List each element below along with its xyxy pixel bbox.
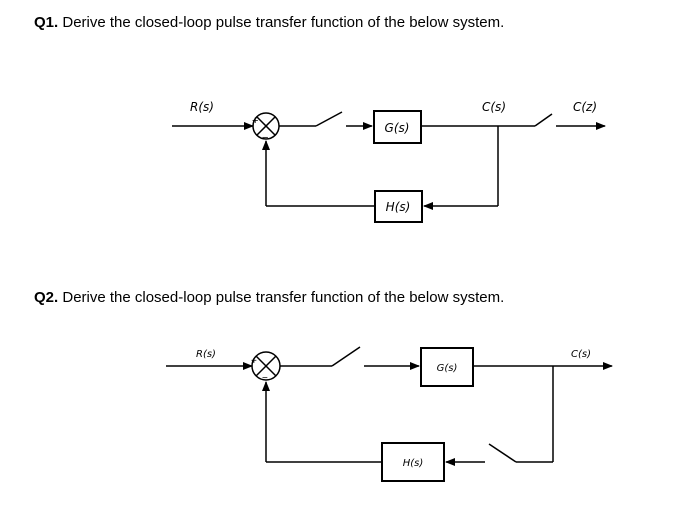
q1-g-block — [373, 110, 422, 144]
q1-sampler-switch — [315, 111, 343, 127]
q1-summer-minus: − — [262, 132, 268, 144]
q1-output-sampler-switch — [534, 113, 553, 127]
q2-summer-minus: − — [262, 373, 268, 384]
question-2: Q2. Derive the closed-loop pulse transfe… — [34, 289, 504, 306]
q1-sampled-output-label: C(z) — [573, 100, 597, 114]
q2-g-block — [420, 347, 474, 387]
q1-summer-plus: + — [252, 115, 258, 127]
question-1-text: Derive the closed-loop pulse transfer fu… — [58, 14, 505, 31]
question-2-text: Derive the closed-loop pulse transfer fu… — [58, 289, 505, 306]
q2-block-diagram: R(s) G(s) H(s) C(s) + − — [166, 346, 613, 482]
question-1-number: Q1. — [34, 14, 59, 31]
q2-feedback-sampler-switch — [488, 443, 517, 463]
q2-input-label: R(s) — [196, 349, 216, 360]
question-1: Q1. Derive the closed-loop pulse transfe… — [34, 14, 504, 31]
q2-g-label: G(s) — [437, 363, 458, 374]
q1-h-label: H(s) — [386, 200, 411, 214]
q1-g-label: G(s) — [385, 121, 410, 135]
q1-output-label: C(s) — [482, 100, 506, 114]
q2-output-label: C(s) — [571, 349, 591, 360]
q1-block-diagram: R(s) G(s) H(s) C(s) C(z) + − — [172, 100, 606, 223]
question-2-number: Q2. — [34, 289, 59, 306]
q2-sampler-switch — [331, 346, 361, 367]
q2-summer-plus: + — [251, 356, 257, 367]
q2-h-label: H(s) — [403, 458, 424, 469]
q1-input-label: R(s) — [190, 100, 214, 114]
